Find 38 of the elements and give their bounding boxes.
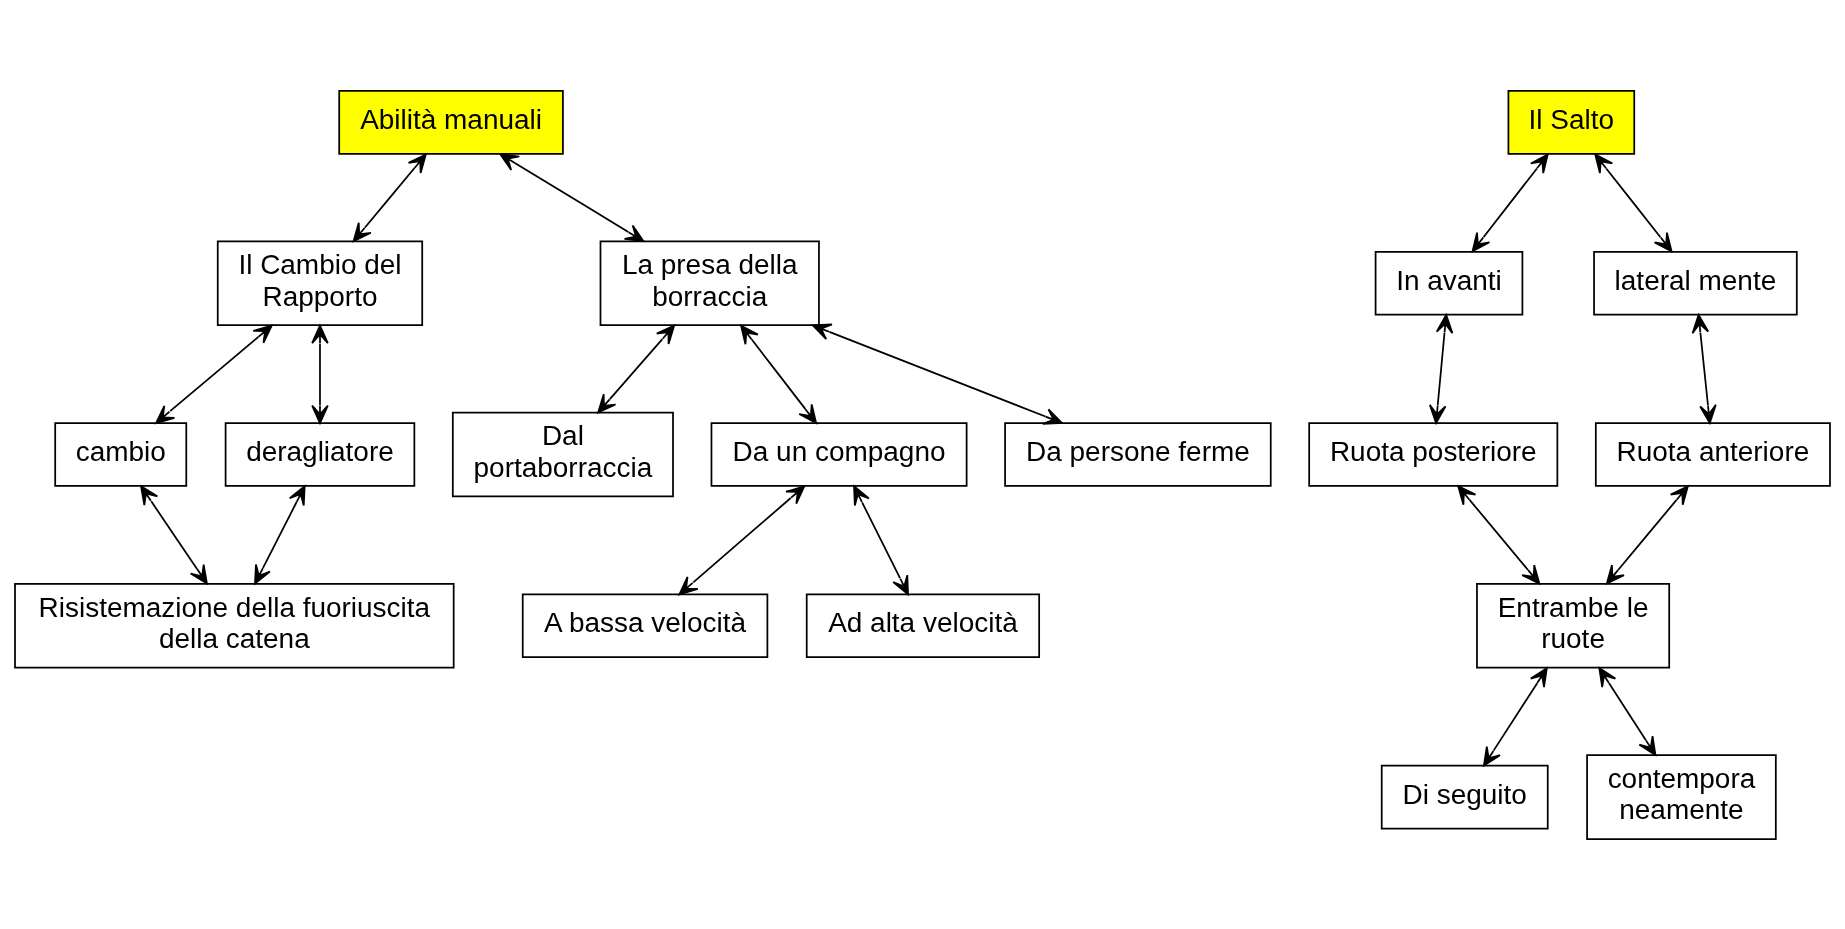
node-box: deragliatore — [224, 421, 416, 487]
arrow — [1429, 313, 1454, 424]
node-box: La presa della borraccia — [599, 239, 820, 326]
arrow — [1594, 153, 1673, 252]
node-box: Il Cambio del Rapporto — [216, 239, 424, 326]
node-box: Da un compagno — [710, 421, 968, 487]
node-box: Ruota posteriore — [1308, 421, 1559, 487]
node-box: Dal portaborraccia — [451, 411, 674, 497]
arrow — [1691, 313, 1717, 424]
arrow — [311, 324, 329, 424]
arrow — [1457, 484, 1541, 584]
node-box: contempora neamente — [1586, 753, 1777, 840]
arrow — [155, 324, 273, 424]
arrow — [853, 484, 909, 595]
node-box: Entrambe le ruote — [1476, 582, 1671, 669]
node-box: Ruota anteriore — [1594, 421, 1831, 487]
arrow — [140, 484, 208, 584]
node-box: Di seguito — [1380, 764, 1549, 829]
node-box: Risistemazione della fuoriuscita della catena — [14, 582, 455, 669]
node-box: In avanti — [1374, 250, 1524, 316]
arrow — [352, 153, 427, 242]
node-box: lateral mente — [1593, 250, 1798, 316]
arrow — [1605, 484, 1689, 584]
node-box: Il Salto — [1507, 89, 1636, 155]
arrow — [678, 484, 806, 595]
arrow — [1471, 153, 1549, 252]
arrow — [597, 324, 676, 413]
arrow — [811, 323, 1063, 425]
arrow — [1483, 666, 1548, 766]
node-box: A bassa velocità — [521, 592, 769, 658]
arrow — [1598, 666, 1657, 756]
node-box: Ad alta velocità — [805, 592, 1041, 658]
arrow — [499, 152, 645, 242]
node-box: cambio — [54, 421, 188, 487]
arrow — [254, 484, 306, 584]
node-box: Da persone ferme — [1004, 421, 1272, 487]
arrow — [740, 324, 817, 424]
node-box: Abilità manuali — [338, 89, 564, 155]
